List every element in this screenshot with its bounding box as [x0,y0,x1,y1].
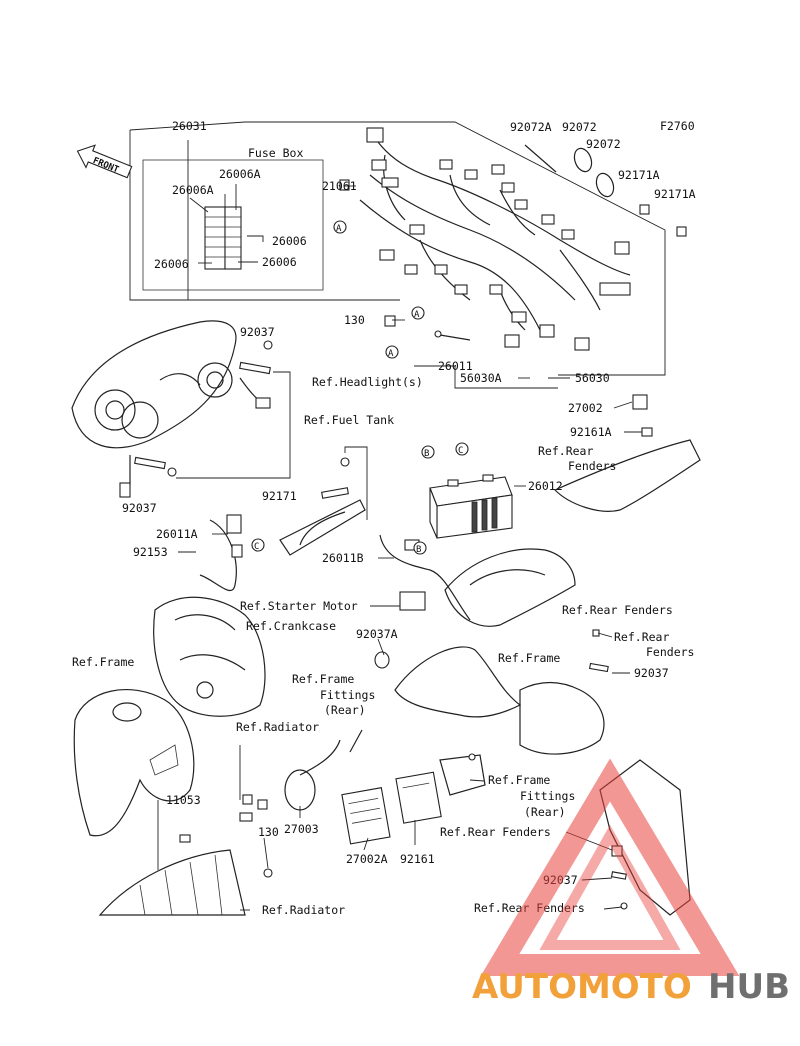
label-26006-right1: 26006 [272,234,307,248]
small-clips-icon [339,144,687,327]
label-92037A: 92037A [356,627,398,641]
label-56030A: 56030A [460,371,502,385]
label-92072A: 92072A [510,120,552,134]
callout-A2: A [414,310,420,320]
watermark-logo: AUTOMOTO HUB [472,758,790,1007]
label-26006A-top: 26006A [219,167,261,181]
label-92171A-b: 92171A [654,187,696,201]
label-26031: 26031 [172,119,207,133]
harness-group-outline [129,121,666,376]
label-92161: 92161 [400,852,435,866]
label-26012: 26012 [528,479,563,493]
callout-A3: A [388,349,394,359]
diagram-code: F2760 [660,119,695,133]
label-26011: 26011 [438,359,473,373]
battery-icon [429,474,513,539]
ref-radiator-bottom: Ref.Radiator [262,903,345,917]
fuse-box-title: Fuse Box [248,146,303,160]
label-26006A-left: 26006A [172,183,214,197]
horn-relays-icon [239,729,486,845]
label-92171A-a: 92171A [618,168,660,182]
starter-harness-icon [199,514,471,621]
label-11053: 11053 [166,793,201,807]
ref-rear-fenders-right-1: Ref.Rear [614,630,669,644]
callout-B2: B [416,545,421,555]
rear-fender-lower-icon [374,629,609,755]
callout-C2: C [254,542,259,552]
label-130-top: 130 [344,313,365,327]
ref-frame-fittings-1-c: (Rear) [324,703,366,717]
main-harness-icon [359,127,631,351]
label-26006-right2: 26006 [262,255,297,269]
label-27002: 27002 [568,401,603,415]
label-26006-left: 26006 [154,257,189,271]
ref-frame-fittings-2-c: (Rear) [524,805,566,819]
ref-rear-fenders-mid: Ref.Rear Fenders [562,603,673,617]
ref-fuel-tank: Ref.Fuel Tank [304,413,394,427]
label-92037-left: 92037 [122,501,157,515]
label-92072-b: 92072 [586,137,621,151]
ref-starter-motor: Ref.Starter Motor [240,599,358,613]
ref-frame-fittings-1-b: Fittings [320,688,375,702]
ref-frame-center: Ref.Frame [498,651,560,665]
ref-rear-fenders-right-2: Fenders [646,645,694,659]
ref-crankcase: Ref.Crankcase [246,619,336,633]
ref-rear-fenders-top-1: Ref.Rear [538,444,593,458]
callout-B1: B [424,449,429,459]
frame-left-icon [73,689,195,837]
ref-rear-fenders-top-2: Fenders [568,459,616,473]
radiator-frame-icon [98,834,273,916]
label-27002A: 27002A [346,852,388,866]
callout-A1: A [336,224,342,234]
label-26011B: 26011B [322,551,364,565]
rear-fender-upper-icon [553,394,701,512]
ref-radiator-top: Ref.Radiator [236,720,319,734]
labels: F2760 Fuse Box 26031 26006A 26006A 26006… [72,119,696,917]
label-56030: 56030 [575,371,610,385]
label-92072-a: 92072 [562,120,597,134]
fuse-box-frame [142,159,324,291]
callout-markers: A A A B B C C [251,220,469,555]
rear-fender-mid-icon [444,548,576,627]
ref-rear-fenders-lower: Ref.Rear Fenders [440,825,551,839]
fuel-tank-bracket-icon [279,446,368,556]
leader-lines [157,185,642,911]
crankcase-icon [153,596,266,717]
headlight-assembly-icon [71,320,291,498]
label-130-bottom: 130 [258,825,279,839]
label-92037-rear: 92037 [634,666,669,680]
label-26011A: 26011A [156,527,198,541]
label-92171: 92171 [262,489,297,503]
ref-headlight: Ref.Headlight(s) [312,375,423,389]
front-arrow-icon: FRONT [76,144,133,179]
callout-C1: C [458,446,463,456]
ref-frame-fittings-2-a: Ref.Frame [488,773,550,787]
watermark-text-secondary: HUB [708,967,790,1007]
label-92153: 92153 [133,545,168,559]
watermark-text-primary: AUTOMOTO [472,967,692,1007]
label-21061: 21061 [322,179,357,193]
label-92161A: 92161A [570,425,612,439]
label-27003: 27003 [284,822,319,836]
ref-frame-fittings-1-a: Ref.Frame [292,672,354,686]
label-92037-top: 92037 [240,325,275,339]
ref-frame-fittings-2-b: Fittings [520,789,575,803]
fuse-box-icon [189,184,264,270]
ref-frame-left: Ref.Frame [72,655,134,669]
